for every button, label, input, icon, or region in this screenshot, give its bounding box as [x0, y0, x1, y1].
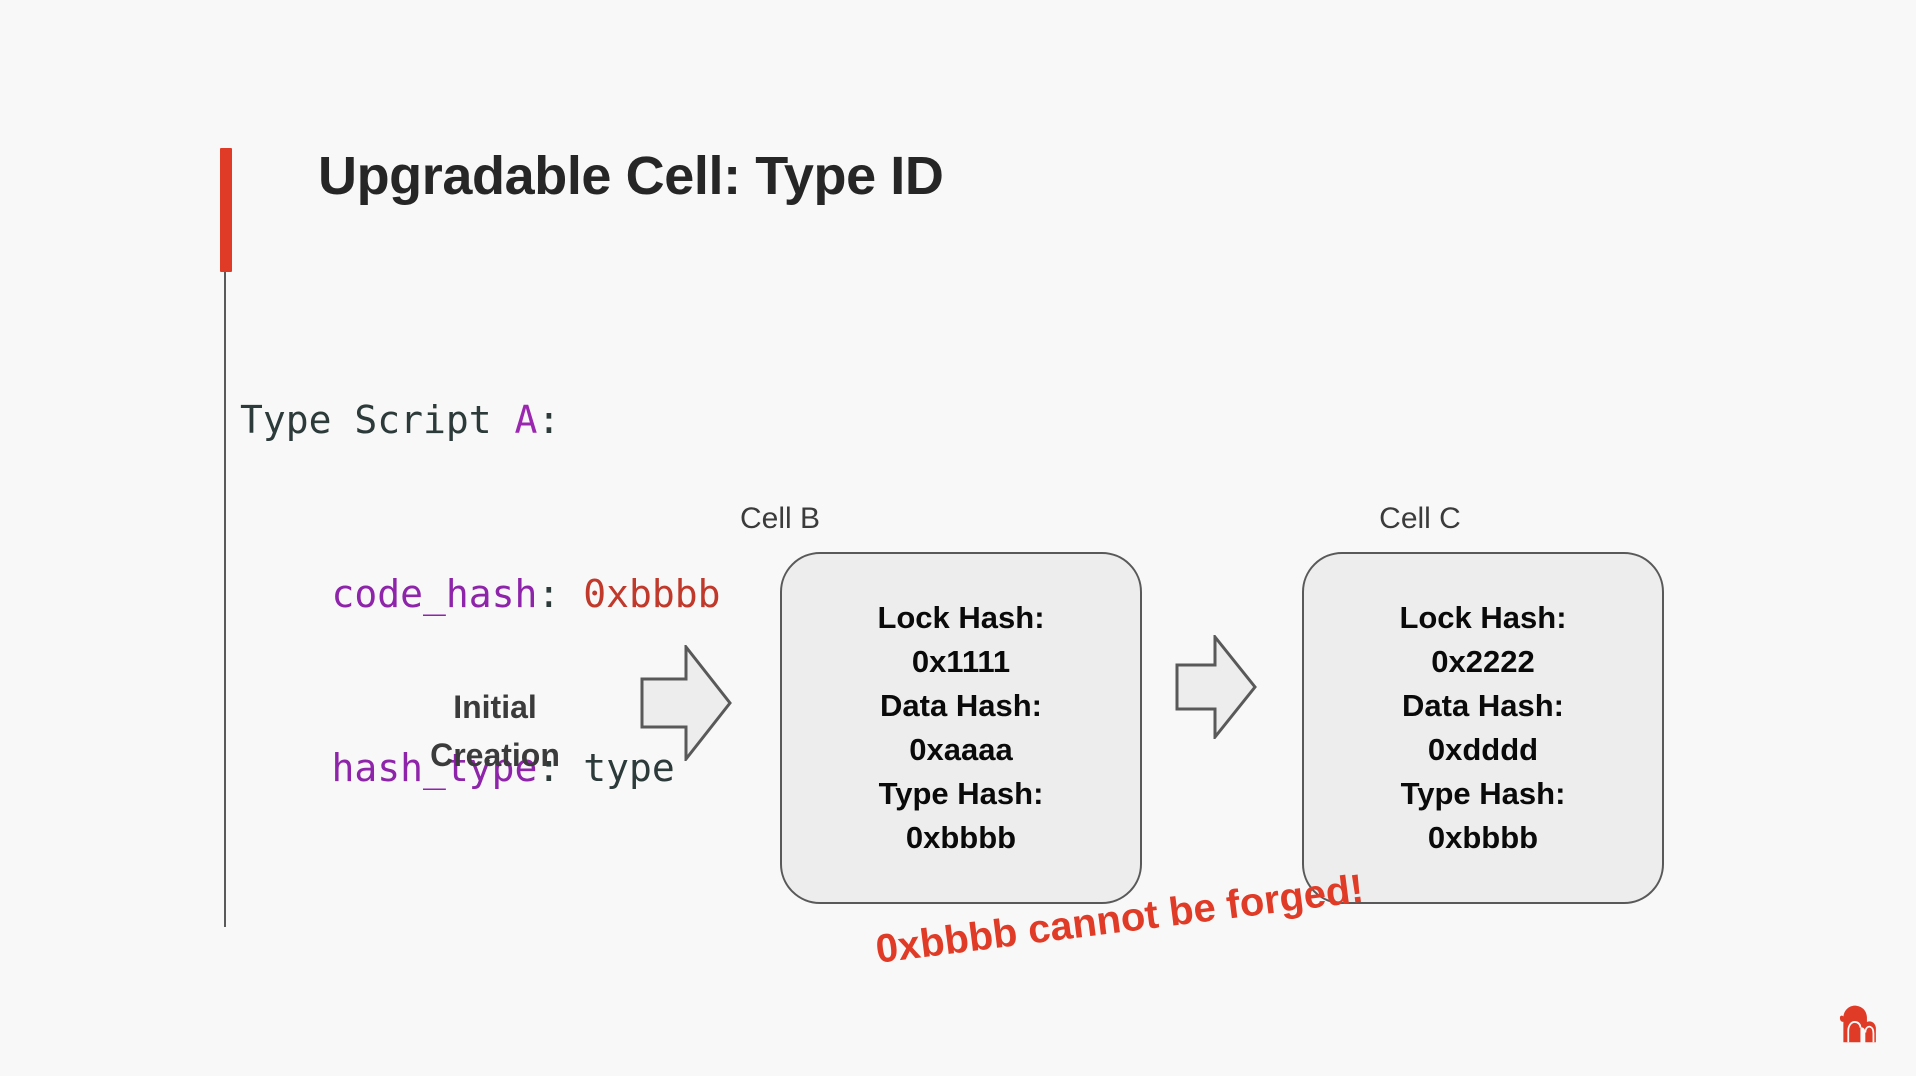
- initial-creation-line-1: Initial: [453, 689, 537, 725]
- cell-c-data-hash-label: Data Hash:: [1402, 688, 1564, 723]
- cell-c-box: Lock Hash: 0x2222 Data Hash: 0xdddd Type…: [1302, 552, 1664, 904]
- arrow-initial-to-cell-b: [640, 645, 732, 761]
- code-value-code-hash: 0xbbbb: [583, 572, 721, 616]
- cell-b-box: Lock Hash: 0x1111 Data Hash: 0xaaaa Type…: [780, 552, 1142, 904]
- cell-c-title: Cell C: [1379, 502, 1461, 535]
- cell-c-lock-hash-label: Lock Hash:: [1399, 600, 1567, 635]
- cell-b-data-hash-value: 0xaaaa: [909, 732, 1013, 767]
- code-field-hash-type: hash_type: [331, 746, 538, 790]
- code-value-hash-type: type: [583, 746, 675, 790]
- gorilla-logo-icon: [1839, 1005, 1876, 1043]
- cell-b-title: Cell B: [739, 502, 821, 535]
- cell-c-lock-hash-value: 0x2222: [1431, 644, 1535, 679]
- cell-c-type-hash-value: 0xbbbb: [1427, 820, 1539, 855]
- code-token-type-script: Type Script: [240, 398, 515, 442]
- cell-b-data-hash-label: Data Hash:: [880, 688, 1042, 723]
- code-block: Type Script A: code_hash: 0xbbbb hash_ty…: [240, 275, 720, 913]
- cell-b-lock-hash-label: Lock Hash:: [877, 600, 1045, 635]
- code-line-1: Type Script A:: [240, 391, 720, 449]
- initial-creation-line-2: Creation: [430, 737, 560, 773]
- cell-c-data-hash-value: 0xdddd: [1427, 732, 1539, 767]
- code-token-colon-3: :: [537, 746, 584, 790]
- page-title: Upgradable Cell: Type ID: [318, 146, 944, 206]
- arrow-cell-b-to-cell-c: [1175, 635, 1257, 739]
- initial-creation-label: Initial Creation: [395, 683, 595, 779]
- cell-c-type-hash-label: Type Hash:: [1400, 776, 1566, 811]
- code-token-script-name: A: [514, 398, 538, 442]
- cell-b-type-hash-label: Type Hash:: [878, 776, 1044, 811]
- accent-bar: [220, 148, 232, 272]
- code-token-colon-2: :: [537, 572, 584, 616]
- cell-b-type-hash-value: 0xbbbb: [905, 820, 1017, 855]
- code-field-code-hash: code_hash: [331, 572, 538, 616]
- cell-b-lock-hash-value: 0x1111: [911, 644, 1011, 679]
- code-line-3: hash_type: type: [240, 739, 720, 797]
- code-line-2: code_hash: 0xbbbb: [240, 565, 721, 623]
- accent-vertical-line: [224, 272, 226, 927]
- code-token-colon-1: :: [537, 398, 561, 442]
